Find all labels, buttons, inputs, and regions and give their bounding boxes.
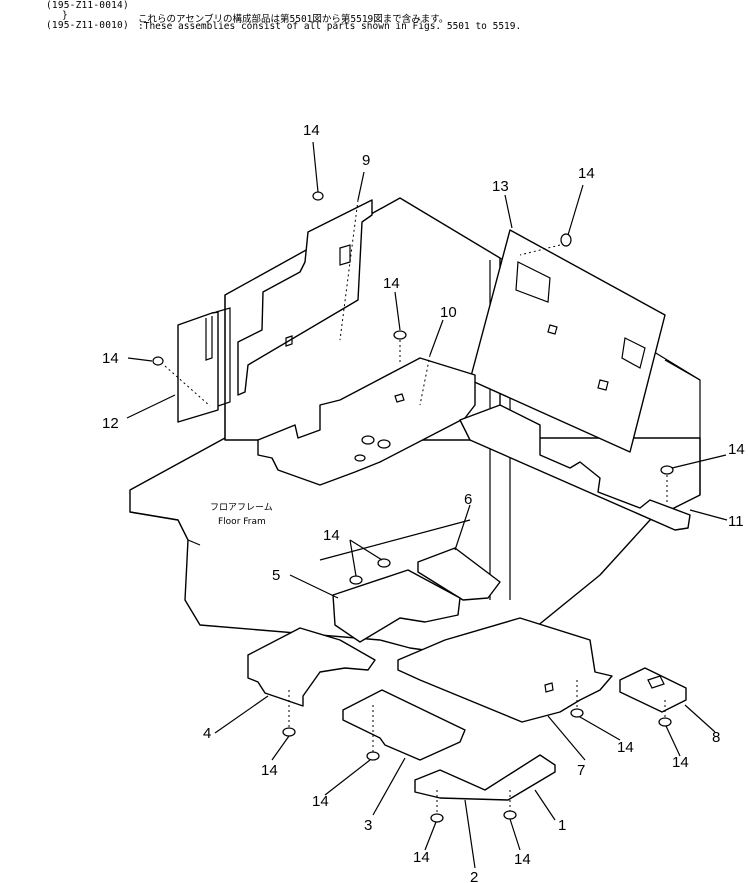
part-5-plate	[332, 569, 461, 643]
floor-frame-label-jp: フロアフレーム	[210, 502, 273, 513]
callout-14: 14	[728, 441, 745, 458]
part-13-rear-plate	[469, 229, 666, 453]
callout-14: 14	[383, 275, 400, 292]
callout-5: 5	[272, 567, 280, 584]
callout-14: 14	[413, 849, 430, 866]
part-11-floor-plate	[459, 404, 691, 531]
callout-9: 9	[362, 152, 370, 169]
callout-11: 11	[728, 513, 744, 530]
callout-14: 14	[303, 122, 320, 139]
assembly-note-en: :These assemblies consist of all parts s…	[138, 21, 522, 32]
part-7-plate	[397, 617, 613, 723]
callout-13: 13	[492, 178, 509, 195]
callout-3: 3	[364, 817, 372, 834]
part-range-brace: }	[62, 10, 68, 21]
part-3-mat	[342, 689, 466, 761]
part-range-start: (195-Z11-0014)	[46, 0, 129, 11]
callout-4: 4	[203, 725, 211, 742]
callout-2: 2	[470, 869, 478, 883]
callout-12: 12	[102, 415, 119, 432]
floor-frame	[129, 437, 701, 656]
part-12-side-plate	[152, 307, 231, 423]
callout-14: 14	[514, 851, 531, 868]
callout-14: 14	[578, 165, 595, 182]
callout-8: 8	[712, 729, 720, 746]
part-10-floor-mat	[257, 330, 476, 486]
part-1-2-plates	[414, 754, 556, 823]
part-4-plate	[247, 627, 376, 737]
callout-14: 14	[323, 527, 340, 544]
callout-7: 7	[577, 762, 585, 779]
assembly-note-jp: これらのアセンブリの構成部品は第5501図から第5519図まで含みます。	[138, 14, 449, 25]
callout-14: 14	[312, 793, 329, 810]
part-8-block	[619, 667, 687, 727]
callout-14: 14	[102, 350, 119, 367]
floor-frame-label-en: Floor Fram	[218, 517, 266, 527]
part-9-wall-plate	[237, 191, 373, 396]
callout-numbers: 14 9 14 12 13 14 14 10 14 11 6 14 5 4 14…	[102, 122, 745, 883]
callout-14: 14	[672, 754, 689, 771]
callout-14: 14	[261, 762, 278, 779]
callout-14: 14	[617, 739, 634, 756]
callout-6: 6	[464, 491, 472, 508]
part-range-end: (195-Z11-0010)	[46, 20, 129, 31]
part-6-block	[349, 547, 501, 601]
leader-lines	[126, 141, 728, 869]
callout-10: 10	[440, 304, 457, 321]
callout-1: 1	[558, 817, 566, 834]
